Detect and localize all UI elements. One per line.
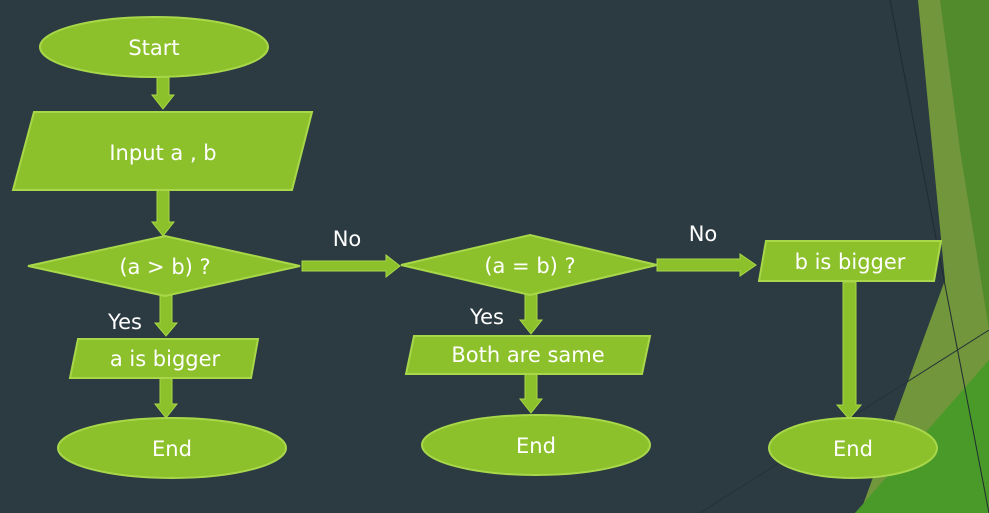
b-bigger-parallelogram-shape xyxy=(757,240,943,282)
arrow-b-bigger-to-end xyxy=(835,281,863,420)
input-label: Input a , b xyxy=(109,141,216,165)
start-label: Start xyxy=(128,36,179,60)
end-left-label: End xyxy=(152,437,192,461)
node-b-bigger: b is bigger xyxy=(757,240,943,282)
node-both-same: Both are same xyxy=(404,335,652,375)
node-end-left: End xyxy=(57,417,287,479)
node-decision-greater: (a > b) ? xyxy=(27,234,301,298)
edge-label-yes-1: Yes xyxy=(107,310,142,334)
decision-greater-label: (a > b) ? xyxy=(119,255,210,279)
end-right-terminator-shape xyxy=(768,417,938,479)
arrow-decision-no-right xyxy=(301,253,401,279)
arrow-decision2-no-right xyxy=(656,253,757,277)
arrow-a-bigger-to-end xyxy=(153,377,179,419)
decor-triangle-light xyxy=(860,0,989,513)
flow-arrows xyxy=(150,75,863,420)
decor-triangle-mid xyxy=(940,0,989,330)
a-bigger-parallelogram-shape xyxy=(68,338,260,379)
edge-label-yes-2: Yes xyxy=(469,305,504,329)
arrow-decision2-yes-to-both xyxy=(518,293,544,335)
arrow-decision-yes-to-a-bigger xyxy=(153,294,179,337)
arrow-both-to-end xyxy=(518,373,544,414)
arrow-input-to-decision xyxy=(150,189,176,237)
arrow-start-to-input xyxy=(150,75,176,110)
node-end-middle: End xyxy=(421,414,651,476)
decision-greater-diamond-shape xyxy=(27,234,301,298)
both-same-label: Both are same xyxy=(451,343,604,367)
start-terminator-shape xyxy=(39,16,269,78)
edge-label-no-1: No xyxy=(333,227,362,251)
a-bigger-label: a is bigger xyxy=(110,347,221,371)
node-decision-equal: (a = b) ? xyxy=(400,233,658,297)
b-bigger-label: b is bigger xyxy=(795,250,906,274)
end-left-terminator-shape xyxy=(57,417,287,479)
decor-line xyxy=(889,0,989,513)
node-start: Start xyxy=(39,16,269,78)
decision-equal-label: (a = b) ? xyxy=(484,254,575,278)
node-a-bigger: a is bigger xyxy=(68,338,260,379)
edge-label-no-2: No xyxy=(689,222,718,246)
node-end-right: End xyxy=(768,417,938,479)
both-same-parallelogram-shape xyxy=(404,335,652,375)
end-middle-terminator-shape xyxy=(421,414,651,476)
decision-equal-diamond-shape xyxy=(400,233,658,297)
node-input: Input a , b xyxy=(11,111,314,191)
end-middle-label: End xyxy=(516,434,556,458)
end-right-label: End xyxy=(833,437,873,461)
input-parallelogram-shape xyxy=(11,111,314,191)
